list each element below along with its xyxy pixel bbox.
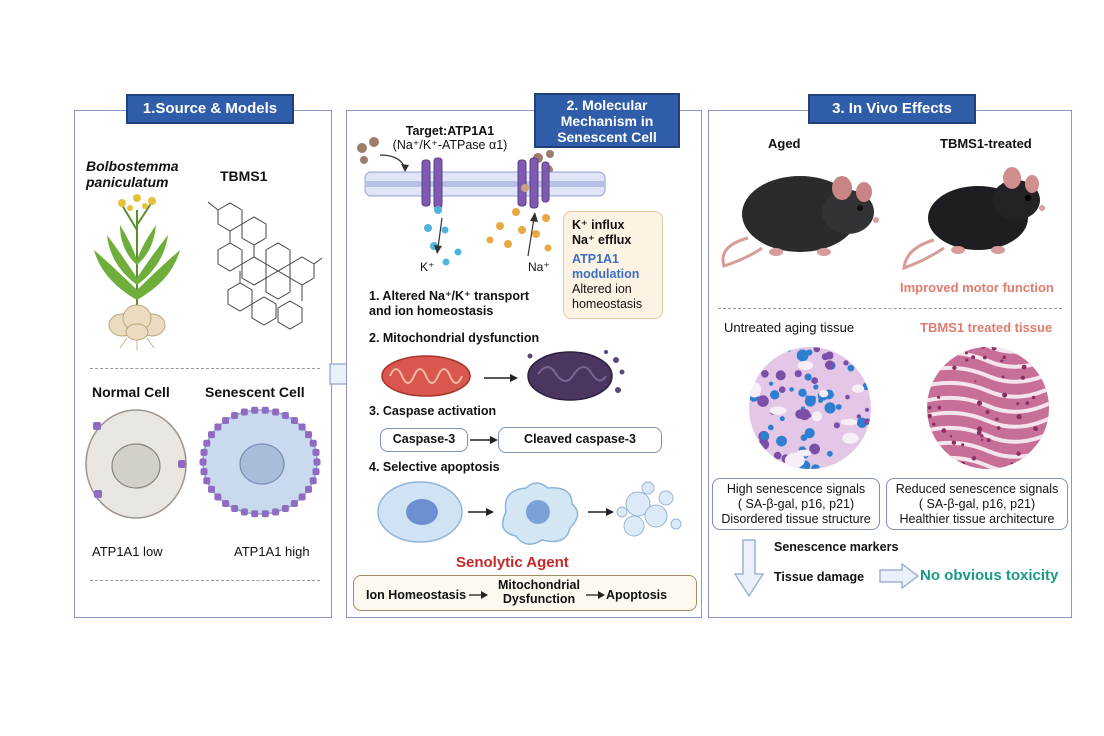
reduced-line1: Reduced senescence signals bbox=[895, 482, 1059, 496]
panel2-header-line1: 2. Molecular bbox=[566, 97, 648, 113]
panel2-header-line2: Mechanism in bbox=[560, 113, 654, 129]
aged-label: Aged bbox=[768, 136, 801, 151]
info-k-influx: K⁺ influx bbox=[572, 218, 625, 232]
tissue-damage-label: Tissue damage bbox=[774, 570, 865, 584]
flow-mito-line2: Dysfunction bbox=[502, 592, 576, 606]
na-ion-label: Na⁺ bbox=[528, 260, 550, 274]
flow-mitochondrial-dysfunction: Mitochondrial Dysfunction bbox=[489, 578, 589, 606]
ion-info-box: K⁺ influx Na⁺ efflux ATP1A1 modulation A… bbox=[563, 211, 663, 319]
reduced-line2: ( SA-β-gal, p16, p21) bbox=[918, 497, 1036, 511]
info-altered-ion: Altered ion bbox=[572, 282, 632, 296]
treated-mouse-illustration bbox=[902, 167, 1045, 271]
panel-source-models bbox=[74, 110, 332, 618]
treated-tissue-image bbox=[927, 347, 1049, 469]
panel3-divider bbox=[718, 308, 1062, 309]
plant-name-line2: paniculatum bbox=[86, 174, 169, 190]
panel1-divider-top bbox=[90, 368, 320, 369]
senolytic-agent-label: Senolytic Agent bbox=[456, 554, 569, 571]
mechanism-flow-box bbox=[353, 575, 697, 611]
high-line1: High senescence signals bbox=[726, 482, 866, 496]
target-line1: Target:ATP1A1 bbox=[405, 124, 495, 138]
target-line2: (Na⁺/K⁺-ATPase α1) bbox=[392, 138, 508, 152]
normal-cell-caption: ATP1A1 low bbox=[92, 544, 163, 559]
flow-mito-line1: Mitochondrial bbox=[498, 578, 580, 592]
step4-label: 4. Selective apoptosis bbox=[369, 460, 500, 474]
info-na-efflux: Na⁺ efflux bbox=[572, 233, 632, 247]
senescent-cell-label: Senescent Cell bbox=[205, 384, 305, 400]
apoptosis-illustration bbox=[377, 481, 682, 545]
normal-cell-label: Normal Cell bbox=[92, 384, 170, 400]
motor-function-label: Improved motor function bbox=[900, 280, 1054, 295]
target-label: Target:ATP1A1 (Na⁺/K⁺-ATPase α1) bbox=[390, 124, 510, 152]
info-homeostasis: homeostasis bbox=[572, 297, 643, 311]
high-line3: Disordered tissue structure bbox=[721, 512, 871, 526]
panel1-header: 1.Source & Models bbox=[126, 94, 294, 124]
tbms1-structure bbox=[207, 201, 323, 330]
untreated-tissue-label: Untreated aging tissue bbox=[724, 320, 855, 335]
no-toxicity-label: No obvious toxicity bbox=[920, 567, 1059, 584]
flow-ion-homeostasis: Ion Homeostasis bbox=[366, 588, 467, 602]
panel3-header: 3. In Vivo Effects bbox=[808, 94, 976, 124]
flow-apoptosis: Apoptosis bbox=[606, 588, 668, 602]
reduced-senescence-box: Reduced senescence signals ( SA-β-gal, p… bbox=[886, 478, 1068, 530]
toxicity-arrow-icon bbox=[879, 562, 920, 590]
senescent-cell-illustration bbox=[199, 406, 321, 518]
high-line2: ( SA-β-gal, p16, p21) bbox=[737, 497, 855, 511]
treated-tissue-label: TBMS1 treated tissue bbox=[920, 320, 1053, 335]
cleaved-caspase3-box: Cleaved caspase-3 bbox=[498, 427, 662, 453]
step1-label: 1. Altered Na⁺/K⁺ transport and ion home… bbox=[369, 289, 529, 319]
step1-line2: and ion homeostasis bbox=[369, 304, 494, 318]
mitochondria-illustration bbox=[381, 350, 625, 401]
treated-label: TBMS1-treated bbox=[940, 136, 1032, 151]
senescence-markers-label: Senescence markers bbox=[774, 540, 899, 554]
decrease-arrow-icon bbox=[733, 539, 765, 598]
senescent-cell-caption: ATP1A1 high bbox=[234, 544, 310, 559]
plant-name-line1: Bolbostemma bbox=[86, 158, 179, 174]
reduced-line3: Healthier tissue architecture bbox=[899, 512, 1055, 526]
caspase3-box: Caspase-3 bbox=[380, 428, 468, 452]
info-modulation: modulation bbox=[572, 267, 640, 281]
panel1-divider-bottom bbox=[90, 580, 320, 581]
step1-line1: 1. Altered Na⁺/K⁺ transport bbox=[369, 289, 529, 303]
untreated-tissue-image bbox=[749, 347, 871, 469]
high-senescence-box: High senescence signals ( SA-β-gal, p16,… bbox=[712, 478, 880, 530]
panel2-header-line3: Senescent Cell bbox=[557, 129, 657, 145]
flow-arrow2-icon bbox=[586, 591, 605, 599]
panel2-header: 2. Molecular Mechanism in Senescent Cell bbox=[534, 93, 680, 148]
step3-label: 3. Caspase activation bbox=[369, 404, 497, 418]
flow-arrow1-icon bbox=[469, 591, 488, 599]
k-ion-label: K⁺ bbox=[420, 260, 435, 274]
plant-illustration bbox=[94, 194, 180, 350]
membrane-illustration bbox=[357, 137, 606, 266]
info-atp1a1: ATP1A1 bbox=[572, 252, 620, 266]
aged-mouse-illustration bbox=[721, 176, 879, 268]
caspase-arrow-icon bbox=[470, 436, 498, 444]
compound-name: TBMS1 bbox=[220, 168, 268, 184]
plant-name: Bolbostemma paniculatum bbox=[86, 158, 179, 190]
normal-cell-illustration bbox=[85, 409, 187, 519]
step2-label: 2. Mitochondrial dysfunction bbox=[369, 331, 540, 345]
